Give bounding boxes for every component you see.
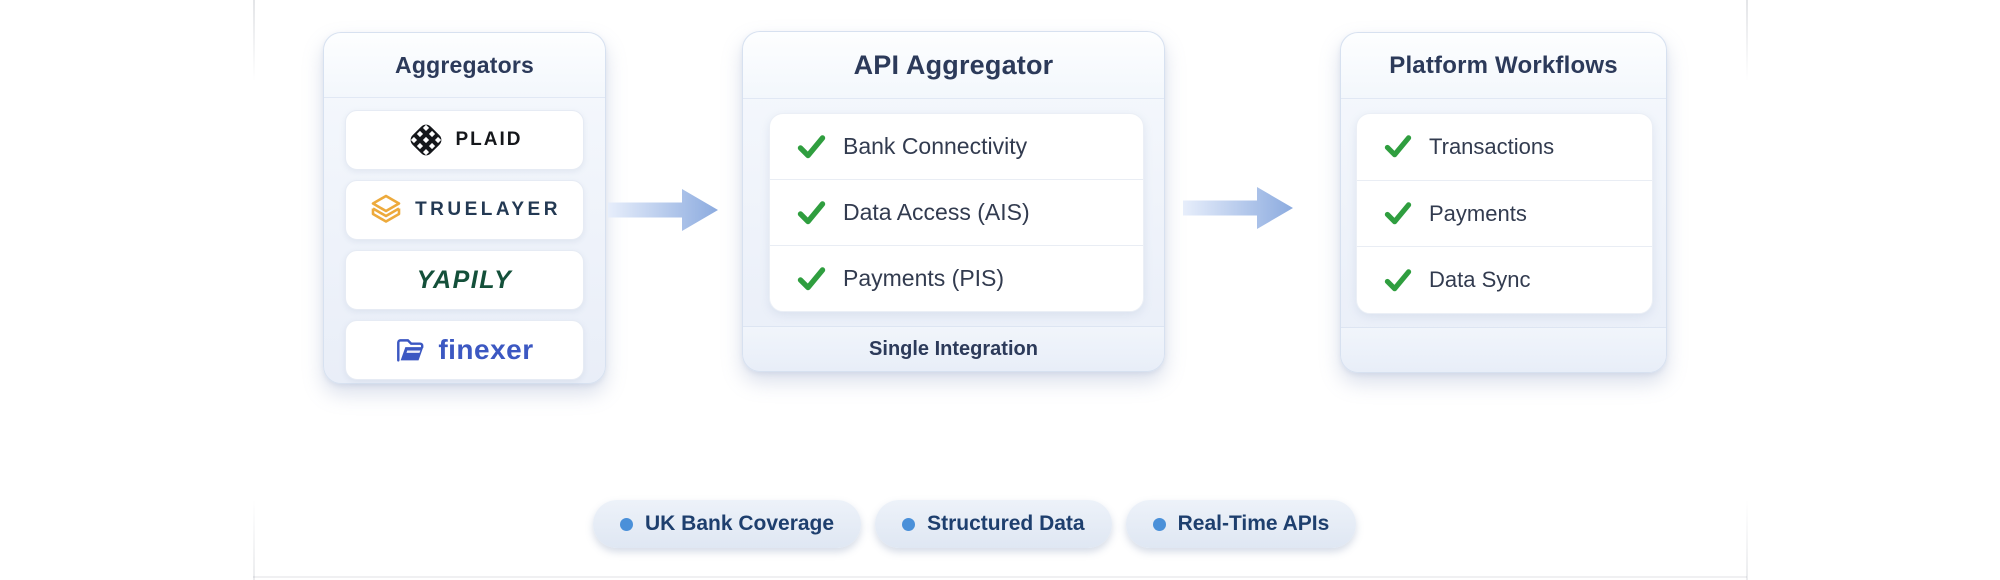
truelayer-logo-card: TRUELAYER [345,180,584,240]
yapily-logo-label: YAPILY [416,265,513,294]
api-aggregator-feature-card: Bank Connectivity Data Access (AIS) Paym… [769,113,1144,312]
badge-label: UK Bank Coverage [645,512,835,535]
feature-badges-row: UK Bank Coverage Structured Data Real-Ti… [593,500,1357,548]
workflow-row-payments: Payments [1357,179,1652,247]
yapily-logo-card: YAPILY [345,250,584,310]
feature-row-data-access: Data Access (AIS) [770,179,1143,245]
frame-edge-bottom [253,576,1747,578]
plaid-logo-label: PLAID [455,129,523,150]
workflow-label: Payments [1429,200,1527,226]
arrow-middle-to-right-icon [1183,184,1295,237]
finexer-logo-label: finexer [438,334,534,365]
feature-row-payments-pis: Payments (PIS) [770,245,1143,311]
workflow-row-data-sync: Data Sync [1357,246,1652,313]
platform-workflows-footer [1341,327,1666,372]
aggregators-panel: Aggregators PLAID [323,32,606,384]
feature-row-bank-connectivity: Bank Connectivity [770,114,1143,179]
badge-structured-data: Structured Data [875,500,1112,548]
truelayer-logo-label: TRUELAYER [415,199,561,220]
plaid-logo-card: PLAID [345,110,584,170]
badge-uk-bank-coverage: UK Bank Coverage [593,500,862,548]
check-icon [797,200,826,226]
arrow-left-to-middle-icon [608,186,720,239]
feature-label: Payments (PIS) [843,265,1005,291]
aggregators-panel-title: Aggregators [395,51,534,78]
badge-real-time-apis: Real-Time APIs [1125,500,1357,548]
check-icon [797,134,826,160]
workflow-row-transactions: Transactions [1357,114,1652,180]
finexer-logo-card: finexer [345,320,584,380]
feature-label: Data Access (AIS) [843,199,1030,225]
single-integration-footer: Single Integration [743,326,1164,371]
finexer-folder-icon [395,335,427,365]
aggregators-logo-list: PLAID TRUELAYER YAPILY [324,98,605,392]
platform-workflows-feature-card: Transactions Payments Data Sync [1356,113,1653,314]
frame-edge-left [253,0,255,580]
platform-workflows-panel-title: Platform Workflows [1389,51,1618,79]
platform-workflows-panel: Platform Workflows Transactions Payments… [1340,32,1667,373]
workflow-label: Transactions [1429,133,1555,159]
platform-workflows-panel-header: Platform Workflows [1341,33,1666,99]
truelayer-logo-icon [368,192,404,228]
check-icon [1384,268,1412,293]
frame-edge-right [1746,0,1748,580]
bullet-dot-icon [902,517,916,531]
workflow-label: Data Sync [1429,267,1531,293]
feature-label: Bank Connectivity [843,133,1028,159]
plaid-logo-icon [407,121,445,159]
aggregators-panel-header: Aggregators [324,33,605,98]
badge-label: Structured Data [927,512,1085,535]
bullet-dot-icon [620,517,633,531]
api-aggregator-panel-header: API Aggregator [743,32,1164,99]
api-aggregator-panel-title: API Aggregator [853,49,1054,80]
check-icon [1384,134,1412,159]
check-icon [1384,201,1412,226]
badge-label: Real-Time APIs [1177,512,1330,535]
bullet-dot-icon [1152,517,1166,531]
api-aggregator-panel: API Aggregator Bank Connectivity Data Ac… [742,31,1165,372]
check-icon [797,266,826,292]
